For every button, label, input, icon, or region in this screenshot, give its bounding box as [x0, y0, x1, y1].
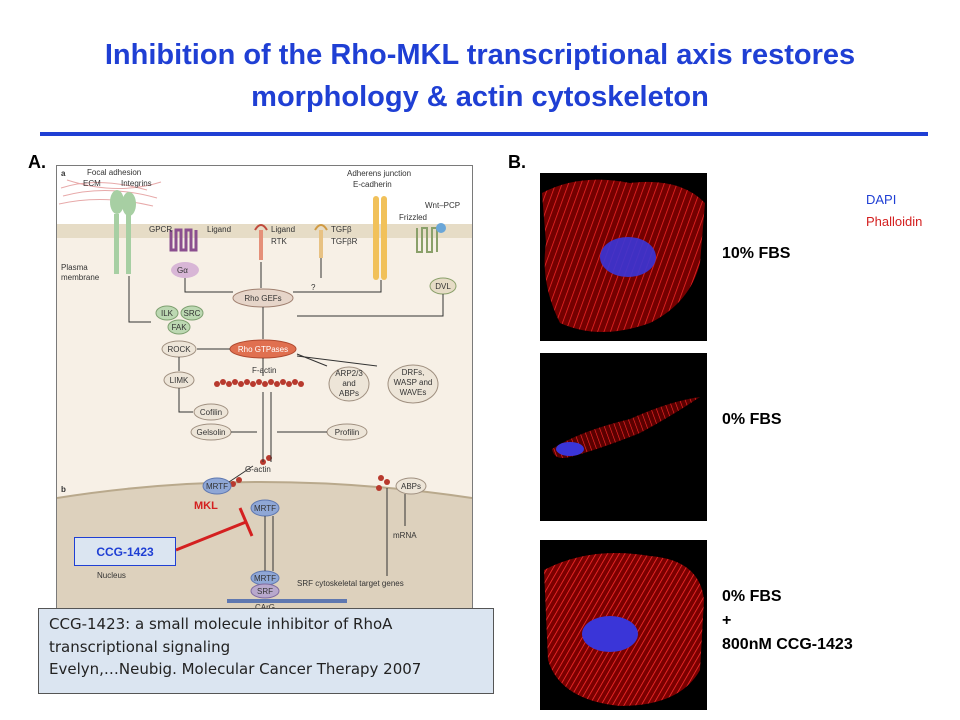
citation-note: CCG-1423: a small molecule inhibitor of … — [38, 608, 494, 694]
node-profilin: Profilin — [335, 428, 359, 437]
label-ligand-2: Ligand — [271, 225, 295, 234]
label-g-alpha: Gα — [177, 266, 188, 275]
node-limk: LIMK — [170, 376, 189, 385]
label-adherens-junction: Adherens junction — [347, 169, 411, 178]
label-ecm: ECM — [83, 179, 101, 188]
node-dvl: DVL — [435, 282, 451, 291]
micrograph-0-fbs-ccg — [540, 540, 707, 710]
node-arp-line-1: ARP2/3 — [335, 369, 363, 378]
node-arp-line-2: and — [342, 379, 355, 388]
node-arp-line-3: ABPs — [339, 389, 359, 398]
condition-2-label: 0% FBS — [722, 408, 782, 432]
ccg-1423-label: CCG-1423 — [74, 537, 176, 566]
slide-title: Inhibition of the Rho-MKL transcriptiona… — [30, 34, 930, 118]
gpcr-shape — [169, 228, 198, 252]
inhibition-arrow — [175, 507, 254, 552]
node-drfs-line-2: WASP and — [394, 378, 433, 387]
frizzled-shape — [416, 227, 438, 253]
label-tgfbr: TGFβR — [331, 237, 358, 246]
condition-2-line-1: 0% FBS — [722, 411, 782, 428]
node-drfs-line-1: DRFs, — [402, 368, 425, 377]
signaling-pathway-diagram: a Focal adhesion ECM Integrins Adherens … — [56, 165, 473, 613]
title-line-1: Inhibition of the Rho-MKL transcriptiona… — [104, 39, 856, 71]
label-question: ? — [311, 283, 316, 292]
condition-1-label: 10% FBS — [722, 242, 790, 266]
mkl-label: MKL — [194, 500, 218, 512]
condition-3-line-1: 0% FBS — [722, 588, 782, 605]
tgfbr-shape — [314, 224, 328, 258]
node-srf: SRF — [257, 587, 273, 596]
node-rho-gefs: Rho GEFs — [244, 294, 281, 303]
condition-1-line-1: 10% FBS — [722, 245, 791, 262]
condition-3-label: 0% FBS + 800nM CCG-1423 — [722, 585, 853, 657]
label-carg: CArG — [255, 603, 275, 612]
note-line-1: CCG-1423: a small molecule inhibitor of … — [49, 615, 393, 633]
label-nucleus: Nucleus — [97, 571, 126, 580]
label-frizzled: Frizzled — [399, 213, 427, 222]
label-tgfb: TGFβ — [331, 225, 352, 234]
label-rtk: RTK — [271, 237, 288, 246]
node-ilk: ILK — [161, 309, 174, 318]
label-target-genes: SRF cytoskeletal target genes — [297, 579, 404, 588]
g-actin-monomers — [230, 455, 390, 491]
note-line-3: Evelyn,…Neubig. Molecular Cancer Therapy… — [49, 660, 422, 678]
node-src: SRC — [184, 309, 201, 318]
g-alpha-shape — [171, 262, 199, 278]
node-abps: ABPs — [401, 482, 421, 491]
micrograph-0-fbs — [540, 353, 707, 521]
stain-legend: DAPI Phalloidin — [866, 189, 922, 233]
label-wnt-pcp: Wnt–PCP — [425, 201, 460, 210]
label-focal-adhesion: Focal adhesion — [87, 168, 141, 177]
node-mrtf-3: MRTF — [254, 574, 276, 583]
node-gelsolin: Gelsolin — [197, 428, 226, 437]
label-integrins: Integrins — [121, 179, 152, 188]
micrograph-10-fbs — [540, 173, 707, 341]
label-plasma: Plasma — [61, 263, 88, 272]
label-f-actin: F-actin — [252, 366, 276, 375]
node-rock: ROCK — [167, 345, 191, 354]
panel-a-label: A. — [28, 152, 46, 172]
integrins-shape — [110, 190, 136, 274]
rtk-shape — [254, 224, 268, 260]
label-membrane: membrane — [61, 273, 100, 282]
note-line-2: transcriptional signaling — [49, 637, 231, 656]
ecm-fibers — [58, 179, 162, 207]
label-e-cadherin: E-cadherin — [353, 180, 392, 189]
node-mrtf-2: MRTF — [254, 504, 276, 513]
e-cadherin-shape — [373, 196, 387, 280]
node-cofilin: Cofilin — [200, 408, 222, 417]
title-line-2: morphology & actin cytoskeleton — [251, 81, 709, 113]
label-mrna: mRNA — [393, 531, 417, 540]
pathway-arrows — [128, 258, 444, 576]
node-fak: FAK — [171, 323, 187, 332]
label-ligand-1: Ligand — [207, 225, 231, 234]
node-drfs-line-3: WAVEs — [400, 388, 427, 397]
label-g-actin: G-actin — [245, 465, 271, 474]
node-rho-gtpases: Rho GTPases — [238, 345, 288, 354]
node-mrtf-1: MRTF — [206, 482, 228, 491]
f-actin-filament — [214, 379, 304, 387]
legend-dapi: DAPI — [866, 192, 897, 207]
condition-3-line-3: 800nM CCG-1423 — [722, 636, 853, 653]
label-gpcr: GPCR — [149, 225, 172, 234]
condition-3-line-2: + — [722, 612, 732, 629]
diagram-section-a: a — [61, 169, 66, 178]
panel-b-label: B. — [508, 152, 526, 172]
diagram-section-b: b — [61, 485, 66, 494]
legend-phalloidin: Phalloidin — [866, 214, 923, 229]
title-underline — [40, 132, 928, 136]
wnt-shape — [436, 223, 446, 233]
